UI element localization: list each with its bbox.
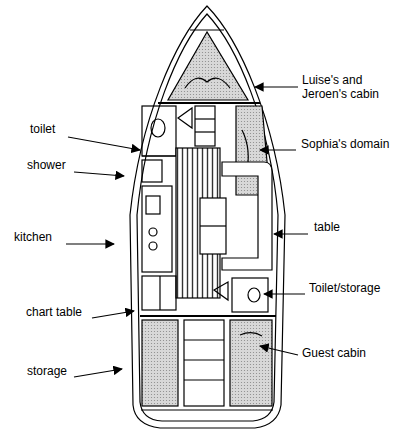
seat-line bbox=[159, 276, 160, 310]
part-label: table bbox=[314, 220, 374, 234]
part-label: chart table bbox=[26, 305, 96, 319]
hull-inner bbox=[137, 14, 278, 421]
step bbox=[184, 379, 224, 380]
galley bbox=[142, 186, 172, 272]
part-label: Sophia's domain bbox=[301, 137, 411, 151]
pillows bbox=[185, 78, 230, 88]
u-seat bbox=[222, 162, 272, 270]
leader-arrow bbox=[264, 293, 305, 294]
toilet-bowl bbox=[248, 288, 260, 302]
transom bbox=[141, 409, 273, 410]
part-label: kitchen bbox=[14, 230, 74, 244]
companionway bbox=[184, 320, 224, 406]
storage-locker bbox=[142, 320, 178, 406]
steps bbox=[195, 106, 215, 146]
part-label: shower bbox=[27, 158, 87, 172]
part-label: toilet bbox=[30, 122, 90, 136]
chart-desk bbox=[142, 276, 176, 310]
part-label: Guest cabin bbox=[302, 346, 402, 360]
toilet-room bbox=[142, 106, 176, 156]
guest-berth bbox=[230, 320, 272, 406]
leader-arrow bbox=[66, 243, 114, 244]
aft-toilet bbox=[232, 278, 268, 312]
leader-arrow bbox=[68, 137, 140, 150]
step bbox=[195, 118, 215, 119]
bow-line bbox=[190, 29, 224, 30]
step bbox=[195, 131, 215, 132]
bulkhead bbox=[158, 102, 260, 104]
step bbox=[184, 339, 224, 340]
shower-tray bbox=[142, 160, 162, 182]
leader-arrow bbox=[255, 86, 298, 87]
burner bbox=[149, 228, 157, 236]
part-label: Toilet/storage bbox=[309, 281, 414, 295]
leader-arrow bbox=[74, 369, 122, 377]
cushion bbox=[240, 333, 262, 336]
hull-outline bbox=[130, 6, 285, 428]
burner bbox=[149, 242, 157, 250]
v-berth bbox=[168, 32, 248, 100]
door-swing bbox=[214, 282, 228, 300]
leader-arrow bbox=[74, 172, 124, 176]
door-swing bbox=[178, 108, 192, 128]
leader-arrow bbox=[274, 233, 308, 234]
table-fold bbox=[200, 225, 226, 226]
step bbox=[184, 359, 224, 360]
toilet-bowl bbox=[151, 119, 165, 137]
sink bbox=[146, 196, 160, 214]
leader-arrow bbox=[92, 311, 134, 318]
part-label: storage bbox=[27, 364, 87, 378]
aft-bulkhead bbox=[140, 315, 276, 317]
dining-table bbox=[200, 198, 226, 254]
leader-arrow bbox=[260, 149, 296, 150]
shower-wall bbox=[142, 155, 176, 156]
leader-arrow bbox=[260, 346, 298, 355]
part-label: Luise's and Jeroen's cabin bbox=[302, 73, 402, 101]
